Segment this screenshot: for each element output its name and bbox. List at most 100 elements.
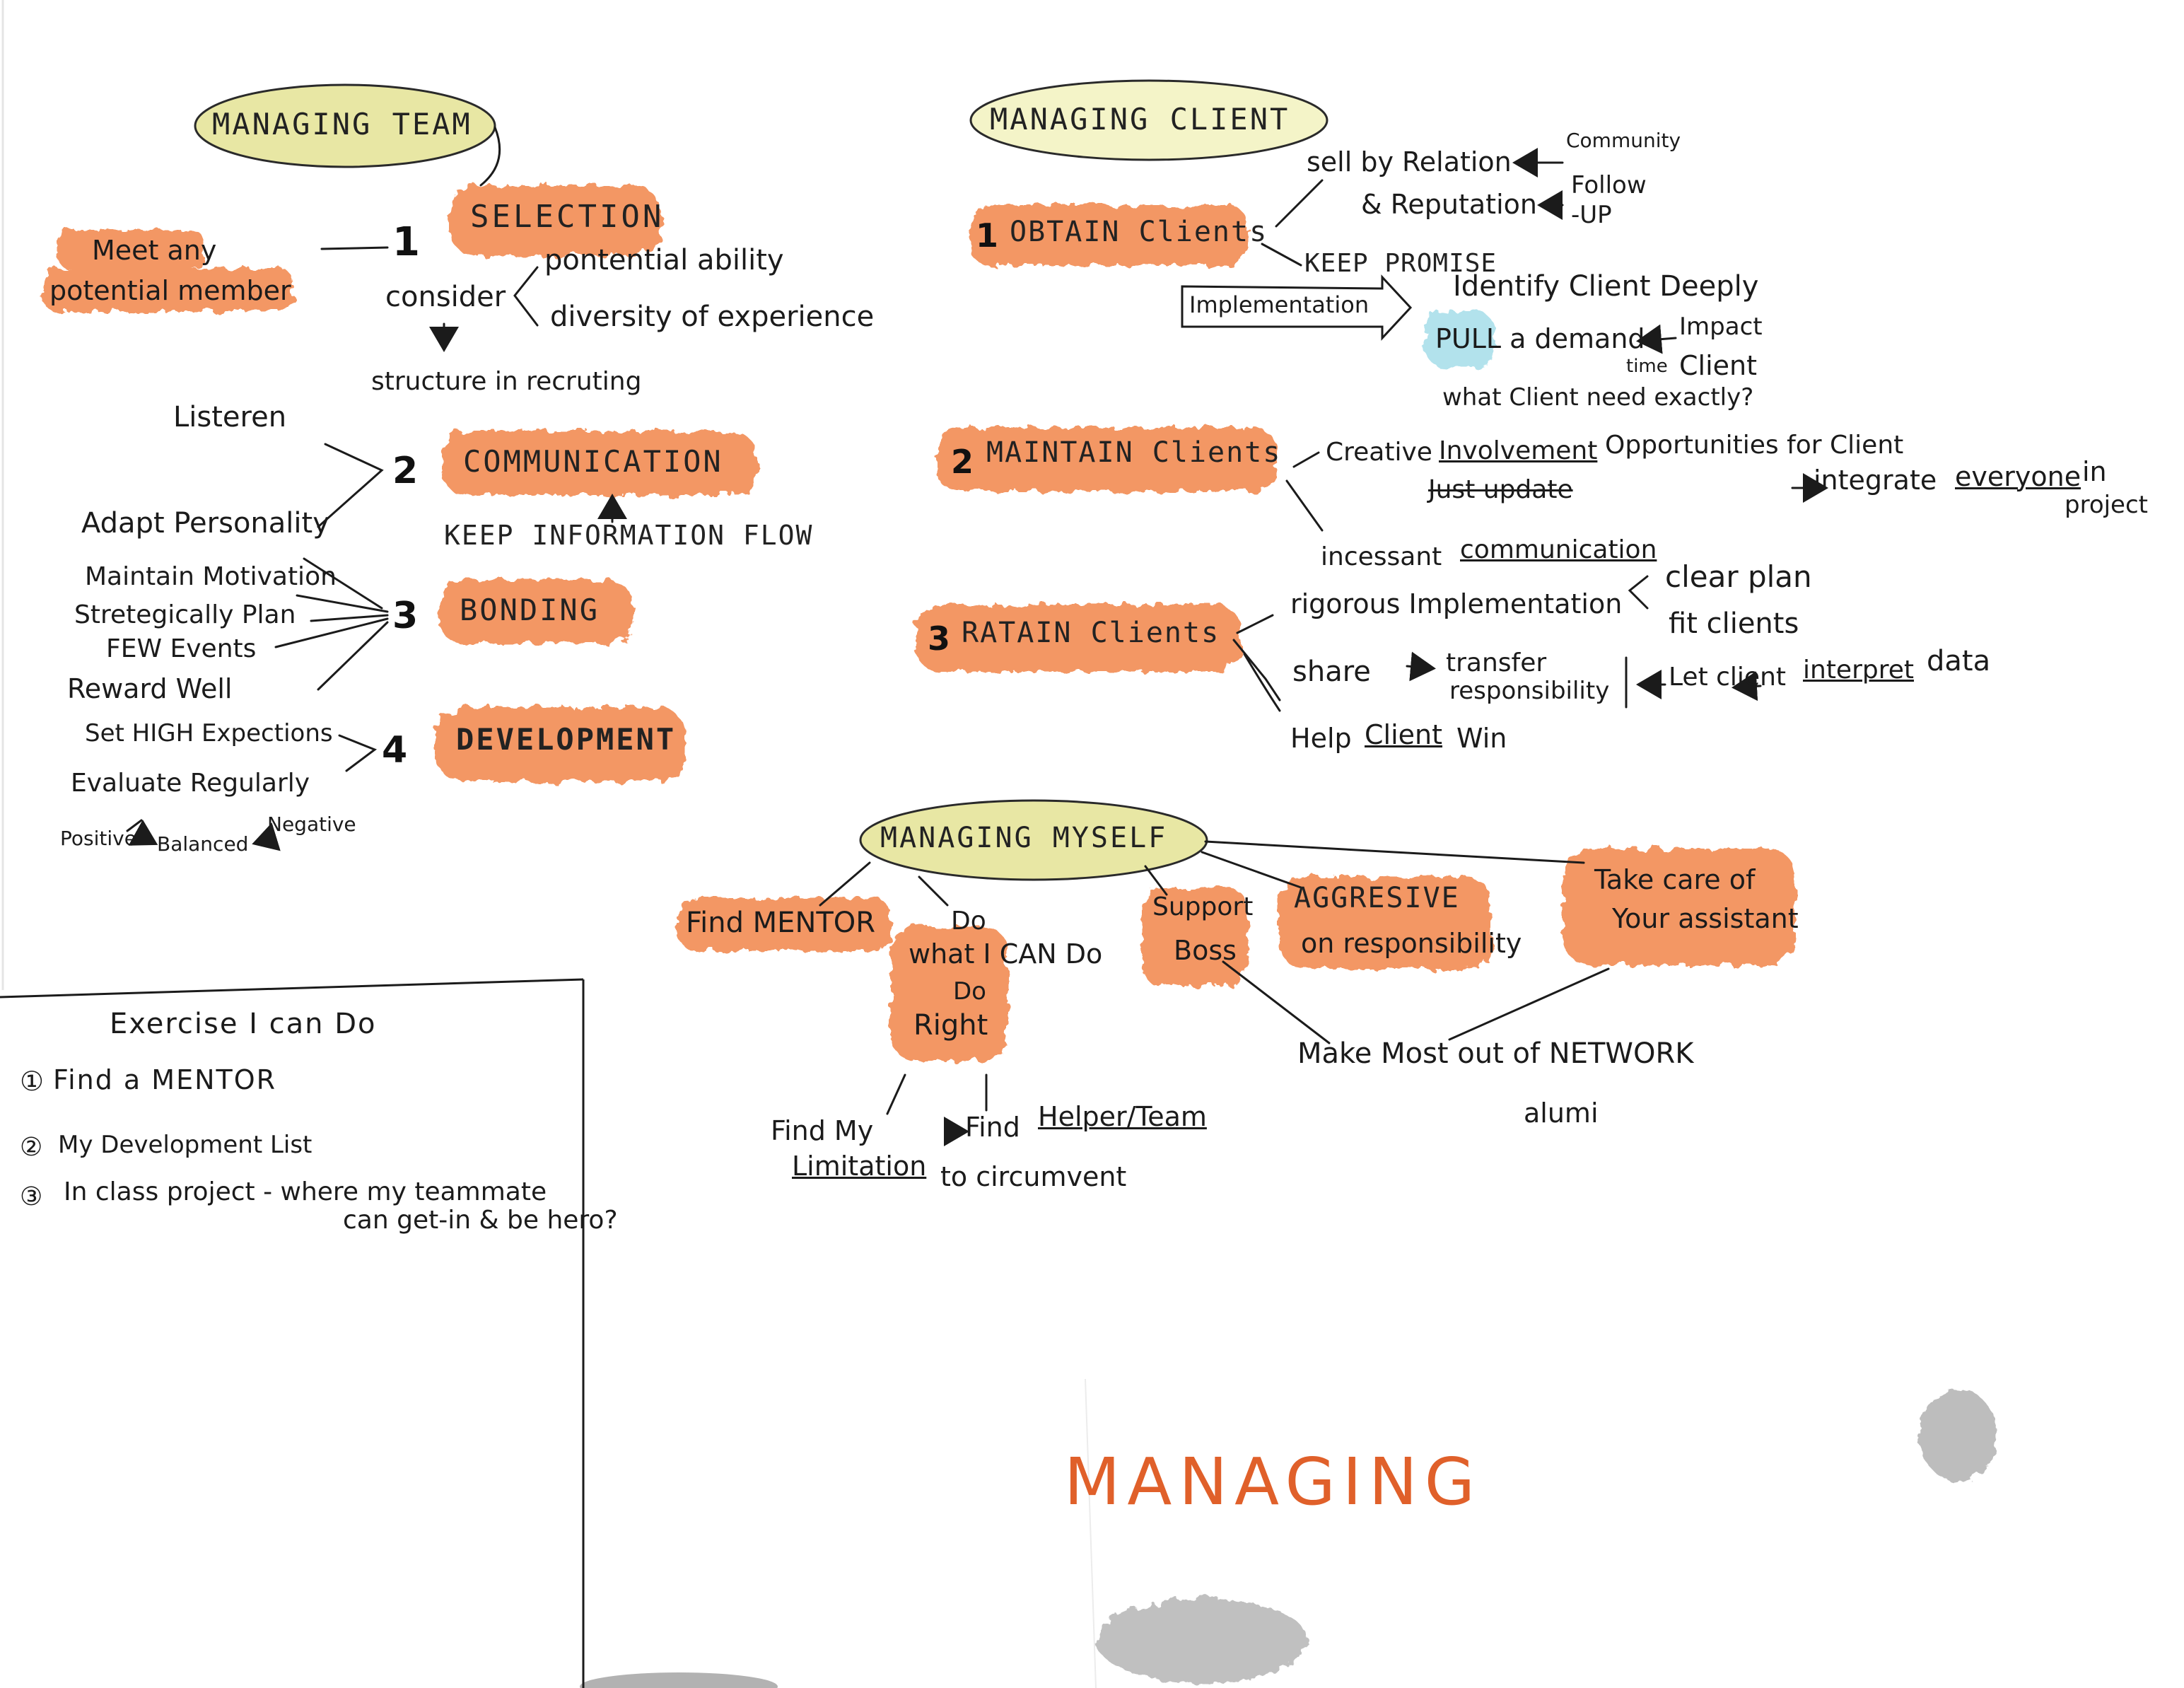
highlight-obtain [969, 205, 1248, 265]
structure-label: structure in recruting [371, 367, 642, 396]
highlight-maintain [937, 428, 1276, 491]
highlight-do-right [891, 926, 1008, 1061]
involvement-label: Involvement [1439, 436, 1598, 465]
step-bonding: BONDING [460, 593, 600, 627]
client-label: Client [1679, 350, 1758, 381]
consider-item-diversity: diversity of experience [550, 301, 875, 333]
boss-label: Boss [1174, 935, 1237, 966]
scale-positive: Positive [60, 827, 136, 850]
right-label: Right [913, 1009, 988, 1042]
helper-team-label: Helper/Team [1038, 1101, 1207, 1132]
time-label: time [1626, 356, 1668, 377]
highlight-pull-demand [1425, 311, 1495, 368]
pull-a-demand: PULL a demand [1435, 323, 1645, 354]
highlight-communication [442, 431, 757, 495]
let-client-label: Let client [1669, 663, 1787, 692]
step-number-2: 2 [392, 450, 419, 492]
exercise-marker-2: ② [20, 1133, 43, 1162]
opportunities-label: Opportunities for Client [1605, 431, 1904, 460]
find-my-label: Find My [771, 1115, 874, 1146]
community-label: Community [1566, 129, 1681, 152]
consider-item-ability: pontential ability [544, 244, 784, 277]
step-development: DEVELOPMENT [456, 722, 677, 757]
fit-clients-label: fit clients [1669, 607, 1799, 640]
rigorous-implementation: rigorous Implementation [1290, 588, 1623, 619]
highlight-retain [916, 605, 1241, 672]
keep-promise-label: KEEP PROMISE [1304, 249, 1497, 278]
keep-information-flow: KEEP INFORMATION FLOW [444, 520, 814, 551]
data-label: data [1927, 645, 1991, 677]
step-retain-clients: RATAIN Clients [962, 617, 1220, 649]
implementation-label: Implementation [1189, 291, 1370, 318]
ellipse-managing-client [969, 79, 1328, 161]
transfer-label: transfer [1446, 648, 1547, 677]
find-mentor-label: Find MENTOR [686, 907, 876, 939]
your-assistant-label: Your assistant [1612, 903, 1799, 934]
in-label: in [2082, 456, 2107, 487]
ellipse-managing-myself [859, 799, 1208, 881]
set-high-expections-label: Set HIGH Expections [85, 719, 333, 747]
exercise-frame [0, 978, 585, 1688]
smudge [580, 1672, 778, 1688]
project-label: project [2065, 491, 2149, 519]
title-ellipses [194, 79, 1328, 881]
highlight-selection [449, 185, 661, 256]
exercise-item-1: Find a MENTOR [53, 1064, 277, 1095]
ellipse-managing-team [194, 83, 496, 168]
incessant-label: incessant [1321, 542, 1442, 571]
step-maintain-clients: MAINTAIN Clients [986, 436, 1282, 469]
reward-well-label: Reward Well [67, 673, 233, 704]
on-responsibility-label: on responsibility [1301, 928, 1522, 959]
circumvent-label: to circumvent [940, 1161, 1127, 1192]
step-number-3: 3 [392, 595, 419, 637]
strategically-plan-label: Stretegically Plan [74, 600, 296, 629]
reputation-label: & Reputation [1361, 189, 1537, 220]
do-label-1: Do [951, 907, 986, 936]
exercise-item-3-line2: can get-in & be hero? [343, 1206, 618, 1235]
highlight-meet-any [57, 230, 205, 269]
highlight-potential-member [42, 269, 293, 311]
orange-highlights [42, 185, 1796, 1061]
smudge [1920, 1390, 1997, 1482]
what-client-need-label: what Client need exactly? [1442, 383, 1754, 412]
alumi-label: alumi [1524, 1098, 1599, 1129]
highlight-aggresive [1280, 877, 1492, 969]
just-update-label: Just update [1428, 475, 1573, 504]
step-communication: COMMUNICATION [463, 444, 723, 479]
impact-label: Impact [1679, 313, 1763, 341]
limitation-label: Limitation [792, 1151, 927, 1182]
identify-client-deeply: Identify Client Deeply [1453, 270, 1759, 303]
step-selection: SELECTION [470, 199, 665, 235]
managing-client-title: MANAGING CLIENT [990, 102, 1290, 136]
step-number-1: 1 [392, 219, 420, 265]
client-step-number-2: 2 [951, 443, 974, 481]
help-label: Help [1290, 723, 1352, 754]
smudge [1096, 1598, 1308, 1683]
scale-negative: Negative [267, 813, 356, 836]
aggresive-label: AGGRESIVE [1294, 882, 1460, 914]
follow-label: Follow [1571, 171, 1647, 199]
client-step-number-1: 1 [976, 216, 999, 255]
adapt-personality-label: Adapt Personality [81, 507, 329, 540]
evaluate-regularly-label: Evaluate Regularly [71, 769, 310, 798]
page-title: MANAGING [1064, 1444, 1482, 1520]
maintain-motivation-label: Maintain Motivation [85, 562, 337, 591]
scale-balanced: Balanced [157, 832, 249, 856]
share-label: share [1292, 656, 1371, 688]
few-events-label: FEW Events [106, 634, 257, 663]
meet-any-label: Meet any [92, 235, 217, 266]
potential-member-label: potential member [49, 275, 291, 306]
responsibility-label: responsibility [1449, 677, 1610, 705]
take-care-label: Take care of [1594, 864, 1756, 895]
highlight-development [435, 707, 686, 781]
win-label: Win [1456, 723, 1507, 754]
step-obtain-clients: OBTAIN Clients [1010, 216, 1268, 248]
listeren-label: Listeren [173, 401, 287, 433]
find-helper-prefix: Find [965, 1112, 1020, 1143]
everyone-label: everyone [1955, 461, 2081, 492]
step-number-4: 4 [382, 729, 408, 772]
communication-link-label: communication [1460, 535, 1657, 564]
exercise-marker-1: ① [20, 1066, 45, 1097]
